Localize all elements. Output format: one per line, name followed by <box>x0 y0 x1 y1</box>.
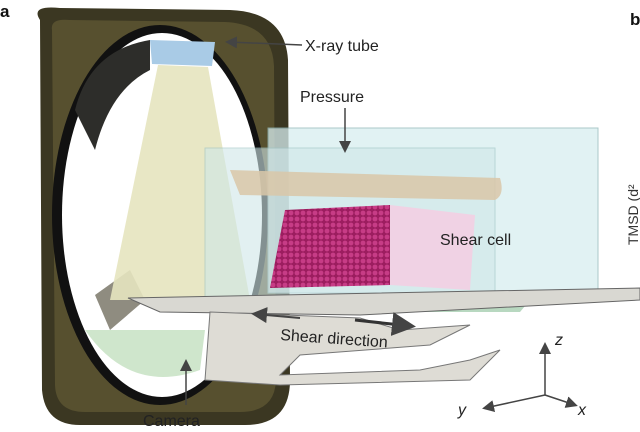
xray-tube <box>150 40 215 66</box>
axis-x-label: x <box>577 402 587 419</box>
shear-cell <box>204 127 599 312</box>
granular-particles <box>270 205 390 288</box>
panel-label-a: a <box>0 2 10 21</box>
piston <box>230 170 502 200</box>
label-pressure: Pressure <box>300 89 364 106</box>
label-camera: Camera <box>143 413 200 430</box>
panel-b-axis-label: TMSD (d² <box>625 184 640 245</box>
axis-triad <box>482 342 578 412</box>
particle-side <box>390 205 475 290</box>
axis-z-label: z <box>554 332 563 349</box>
label-xray-tube: X-ray tube <box>305 38 379 55</box>
label-shear-cell: Shear cell <box>440 232 511 249</box>
axis-y-label: y <box>457 402 467 419</box>
detector-camera <box>85 330 205 377</box>
panel-label-b: b <box>630 10 640 29</box>
